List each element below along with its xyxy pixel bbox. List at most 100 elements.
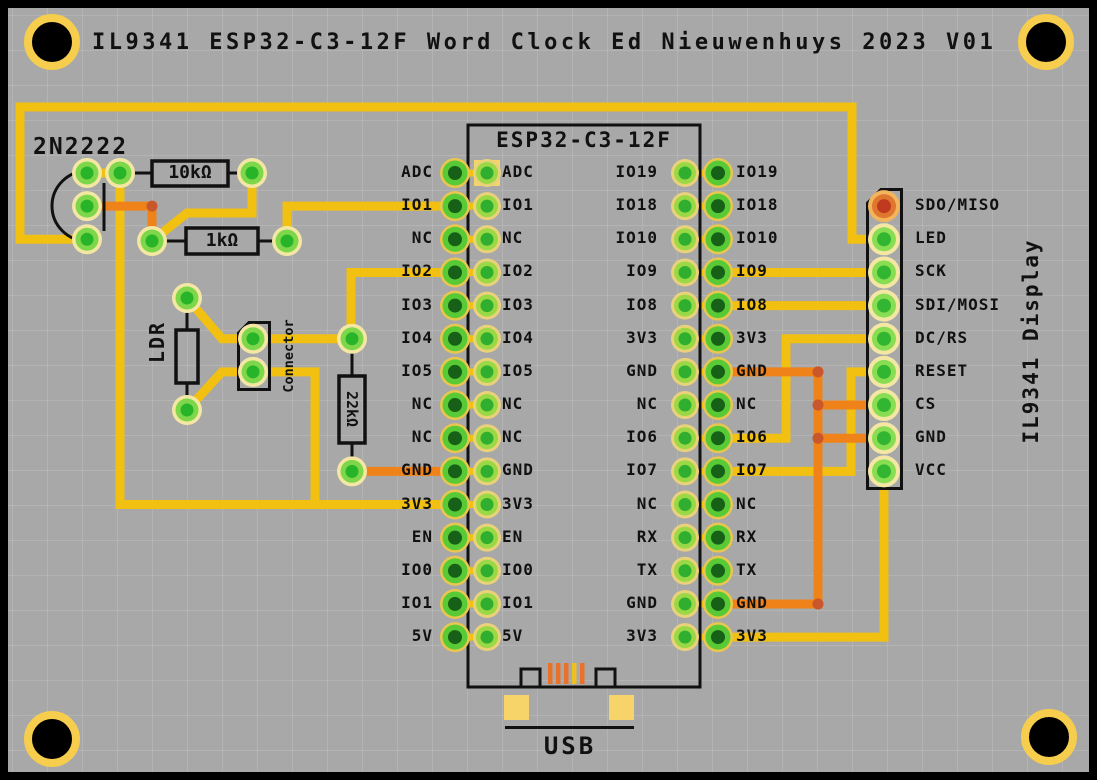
pad-10k-right[interactable]	[245, 166, 259, 180]
usb-pad-left[interactable]	[504, 695, 529, 720]
pad-right-inner-IO10[interactable]	[678, 232, 692, 246]
pad-left-outer-NC[interactable]	[448, 232, 462, 247]
pad-right-inner-IO9[interactable]	[678, 265, 692, 279]
resistor-1k-body[interactable]	[184, 226, 260, 256]
trace-ldr-top[interactable]	[183, 295, 352, 344]
pad-right-outer-3V3[interactable]	[711, 331, 725, 346]
pad-transistor-2[interactable]	[80, 199, 94, 213]
pad-left-outer-ADC[interactable]	[448, 166, 462, 180]
pad-left-inner-IO3[interactable]	[480, 299, 494, 313]
trace-3v3-vcc[interactable]	[718, 471, 889, 642]
resistor-22k-body[interactable]	[337, 374, 367, 445]
pad-transistor-3[interactable]	[80, 232, 94, 246]
trace-io6-dcrs[interactable]	[718, 334, 884, 443]
pad-right-outer-IO19[interactable]	[711, 166, 725, 180]
pad-10k-left[interactable]	[113, 166, 127, 180]
pad-right-inner-IO7[interactable]	[678, 464, 692, 478]
trace-led[interactable]	[15, 102, 884, 244]
pad-right-outer-3V3[interactable]	[711, 630, 725, 645]
pad-display-VCC[interactable]	[877, 464, 891, 479]
pad-ldr-top[interactable]	[180, 291, 194, 305]
pad-left-inner-NC[interactable]	[480, 398, 494, 412]
usb-notch-left[interactable]	[519, 667, 542, 689]
pad-left-outer-IO3[interactable]	[448, 298, 462, 313]
pad-left-outer-IO4[interactable]	[448, 331, 462, 346]
pad-left-outer-IO0[interactable]	[448, 563, 462, 578]
pad-left-inner-IO5[interactable]	[480, 365, 494, 379]
pad-right-inner-IO18[interactable]	[678, 199, 692, 213]
pad-display-GND[interactable]	[877, 431, 891, 446]
usb-pad-right[interactable]	[609, 695, 634, 720]
pad-left-inner-NC[interactable]	[480, 232, 494, 246]
pad-left-outer-3V3[interactable]	[448, 497, 462, 512]
pad-right-outer-NC[interactable]	[711, 398, 725, 413]
ldr-body[interactable]	[174, 328, 200, 385]
pad-right-outer-IO6[interactable]	[711, 431, 725, 446]
pad-left-inner-IO1[interactable]	[480, 199, 494, 213]
pad-22k-top[interactable]	[345, 332, 359, 346]
pad-left-outer-NC[interactable]	[448, 398, 462, 413]
pad-right-inner-NC[interactable]	[678, 398, 692, 412]
pad-1k-right[interactable]	[280, 234, 294, 248]
pad-left-outer-IO1[interactable]	[448, 199, 462, 214]
pad-left-outer-IO1[interactable]	[448, 596, 462, 611]
pad-right-inner-3V3[interactable]	[678, 630, 692, 644]
pad-right-outer-TX[interactable]	[711, 563, 725, 578]
pad-right-outer-IO10[interactable]	[711, 232, 725, 247]
usb-notch-right[interactable]	[594, 667, 617, 689]
pad-right-inner-NC[interactable]	[678, 498, 692, 511]
pad-display-SCK[interactable]	[877, 265, 891, 280]
pad-connector-1[interactable]	[246, 332, 260, 346]
pad-left-inner-IO4[interactable]	[480, 332, 494, 346]
pad-right-inner-3V3[interactable]	[678, 332, 692, 346]
pad-left-inner-5V[interactable]	[480, 630, 494, 644]
trace-3v3-left[interactable]	[87, 168, 455, 509]
pad-left-outer-5V[interactable]	[448, 630, 462, 645]
pad-right-inner-IO6[interactable]	[678, 431, 692, 445]
pad-left-outer-IO5[interactable]	[448, 364, 462, 379]
pad-connector-2[interactable]	[246, 365, 260, 379]
pad-left-inner-3V3[interactable]	[480, 498, 494, 511]
pad-1k-left[interactable]	[145, 234, 159, 248]
pad-right-inner-GND[interactable]	[678, 365, 692, 379]
pad-ldr-bottom[interactable]	[180, 403, 194, 417]
pad-transistor-1[interactable]	[80, 166, 94, 180]
pad-right-inner-RX[interactable]	[678, 531, 692, 545]
pad-display-SDI/MOSI[interactable]	[877, 298, 891, 313]
pad-left-outer-EN[interactable]	[448, 530, 462, 545]
pad-left-inner-IO2[interactable]	[480, 265, 494, 279]
pad-right-inner-TX[interactable]	[678, 564, 692, 578]
pad-left-inner-EN[interactable]	[480, 531, 494, 545]
pad-display-CS[interactable]	[877, 398, 891, 413]
trace-10k-1k[interactable]	[149, 173, 257, 245]
pad-22k-bottom[interactable]	[345, 464, 359, 478]
pad-display-LED[interactable]	[877, 232, 891, 247]
resistor-10k-body[interactable]	[150, 159, 230, 188]
pad-right-outer-IO9[interactable]	[711, 265, 725, 280]
trace-io2[interactable]	[346, 267, 455, 339]
pad-left-outer-NC[interactable]	[448, 431, 462, 446]
pad-display-DC/RS[interactable]	[877, 331, 891, 346]
pad-left-inner-GND[interactable]	[480, 464, 494, 478]
pad-left-inner-NC[interactable]	[480, 431, 494, 445]
pad-right-outer-GND[interactable]	[711, 364, 725, 379]
pad-right-outer-NC[interactable]	[711, 497, 725, 512]
pad-right-outer-IO7[interactable]	[711, 464, 725, 479]
pad-display-RESET[interactable]	[877, 364, 891, 379]
pad-left-inner-ADC[interactable]	[480, 166, 494, 180]
trace-gnd-bus[interactable]	[718, 367, 823, 609]
pad-display-SDO/MISO[interactable]	[877, 199, 891, 214]
pad-right-outer-IO18[interactable]	[711, 199, 725, 214]
pad-right-outer-RX[interactable]	[711, 530, 725, 545]
pad-left-outer-GND[interactable]	[448, 464, 462, 479]
resistor-1k-label: 1kΩ	[205, 230, 239, 251]
pad-right-outer-IO8[interactable]	[711, 298, 725, 313]
pad-right-outer-GND[interactable]	[711, 596, 725, 611]
pad-left-outer-IO2[interactable]	[448, 265, 462, 280]
pad-left-inner-IO1[interactable]	[480, 597, 494, 611]
pad-left-inner-IO0[interactable]	[480, 564, 494, 578]
trace-io7-reset[interactable]	[718, 367, 884, 476]
pad-right-inner-IO8[interactable]	[678, 299, 692, 313]
pad-right-inner-IO19[interactable]	[678, 166, 692, 180]
pad-right-inner-GND[interactable]	[678, 597, 692, 611]
